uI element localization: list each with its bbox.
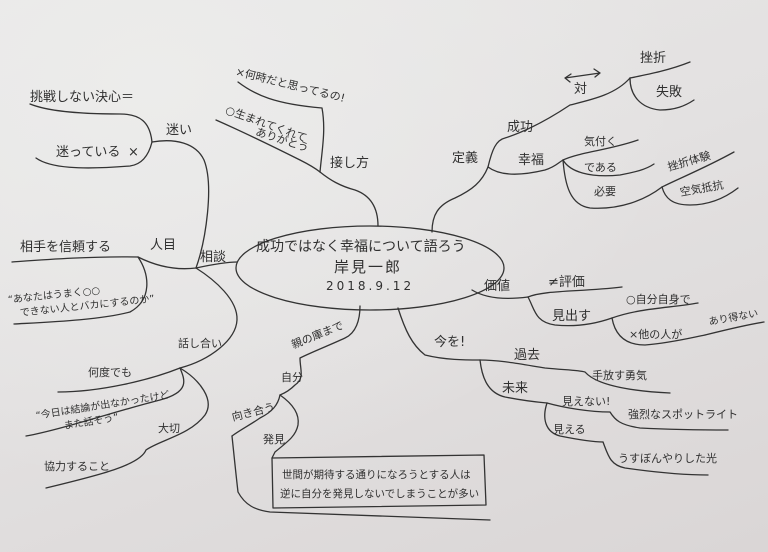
branch-line-mayoi	[151, 140, 210, 269]
branch-line-ima	[397, 307, 481, 361]
label-hanashiai: 話し合い	[178, 337, 222, 350]
label-sesshikata: 接し方	[330, 156, 370, 171]
branch-line-kako	[479, 359, 671, 394]
label-mirai: 未来	[502, 381, 529, 396]
label-mieru: 見える	[553, 423, 586, 436]
branch-line-zasetsu-taiken	[661, 151, 735, 188]
branch-line-oya	[279, 305, 361, 396]
label-koufuku: 幸福	[518, 153, 545, 168]
branch-line-hitsuyou	[562, 159, 663, 209]
label-jibun: 自分	[281, 371, 303, 384]
branch-line-mieru	[544, 402, 604, 443]
label-spotlight: 強烈なスポットライト	[628, 408, 738, 421]
note-line-2: 逆に自分を発見しないでしまうことが多い	[280, 488, 480, 500]
branch-line-good-words	[215, 119, 321, 173]
branch-line-hanashiai	[179, 267, 238, 369]
label-mienai: 見えない!	[562, 395, 611, 408]
label-hitome: 人目	[150, 238, 177, 253]
central-title: 成功ではなく幸福について語ろう	[256, 239, 466, 255]
central-node-ellipse	[235, 225, 505, 311]
branch-line-kachi	[471, 289, 529, 299]
branch-line-not-hyouka	[527, 286, 623, 298]
label-zasetsu: 挫折	[640, 51, 667, 66]
label-hesitating: 迷っている	[56, 145, 121, 160]
label-jibun-jishin: ○自分自身で	[626, 293, 691, 306]
label-shippai: 失敗	[656, 85, 683, 100]
label-teigi: 定義	[452, 151, 479, 166]
branch-line-quote-anata	[13, 256, 148, 325]
branch-line-trust	[11, 256, 139, 263]
label-decision: 挑戦しない決心＝	[30, 90, 135, 105]
branch-line-hakken	[271, 394, 299, 459]
label-tebanasu: 手放す勇気	[592, 369, 647, 382]
label-soudan: 相談	[200, 250, 227, 265]
branch-line-seikou	[487, 77, 631, 168]
note-outer-line	[231, 435, 491, 521]
branch-line-hesitating	[35, 141, 153, 169]
label-kako: 過去	[514, 348, 541, 363]
branch-line-zasetsu	[629, 61, 691, 79]
branch-line-koufuku	[487, 159, 564, 175]
label-kyouryoku: 協力すること	[44, 460, 110, 473]
note-box	[271, 454, 487, 509]
branch-line-jibun-jishin	[611, 302, 699, 319]
label-usubonyari: うすぼんやりした光	[618, 452, 717, 465]
branch-line-sesshikata	[319, 171, 379, 227]
branch-line-midasu	[527, 296, 613, 327]
branch-line-mirai	[479, 359, 548, 404]
label-trust: 相手を信頼する	[20, 240, 112, 255]
branch-line-decision	[29, 103, 153, 143]
branch-line-arienai	[704, 321, 765, 336]
label-dearu: である	[584, 161, 617, 174]
branch-line-taisetsu	[45, 367, 209, 489]
branch-line-bad-words	[237, 81, 325, 173]
branch-line-hitome	[137, 256, 197, 270]
branch-line-kizuku	[562, 139, 639, 161]
label-hitsuyou: 必要	[594, 185, 616, 198]
label-tanin: ×他の人が	[629, 328, 683, 341]
branch-line-usubonyari	[602, 441, 709, 476]
label-kizuku: 気付く	[584, 135, 617, 148]
cross-mark-icon: ×	[128, 145, 139, 160]
branch-line-soudan	[195, 261, 238, 269]
branch-line-teigi	[431, 166, 489, 233]
label-hakken: 発見	[263, 433, 285, 446]
label-midasu: 見出す	[552, 309, 592, 324]
branch-line-kuuki-teikou	[661, 186, 739, 206]
branch-line-nandodemo	[57, 367, 181, 393]
label-seikou: 成功	[507, 120, 534, 135]
branch-line-dearu	[562, 159, 655, 177]
branch-line-shippai	[629, 77, 695, 111]
label-ima: 今を!	[434, 335, 466, 350]
central-date: 2018.9.12	[326, 279, 415, 293]
label-taisetsu: 大切	[158, 422, 180, 435]
label-mayoi: 迷い	[166, 123, 193, 138]
label-nandodemo: 何度でも	[88, 366, 132, 379]
branch-line-mukiau	[231, 394, 281, 437]
label-not-hyouka: ≠評価	[548, 275, 585, 290]
label-kachi: 価値	[484, 279, 511, 294]
branch-line-quote-kyou	[25, 367, 185, 437]
branch-line-mienai	[546, 402, 729, 431]
opposite-arrow-icon	[564, 68, 601, 83]
central-author: 岸見一郎	[334, 258, 403, 276]
branch-line-tanin	[611, 317, 706, 346]
note-line-1: 世間が期待する通りになろうとする人は	[282, 469, 471, 481]
label-opposite: 対	[574, 82, 588, 97]
